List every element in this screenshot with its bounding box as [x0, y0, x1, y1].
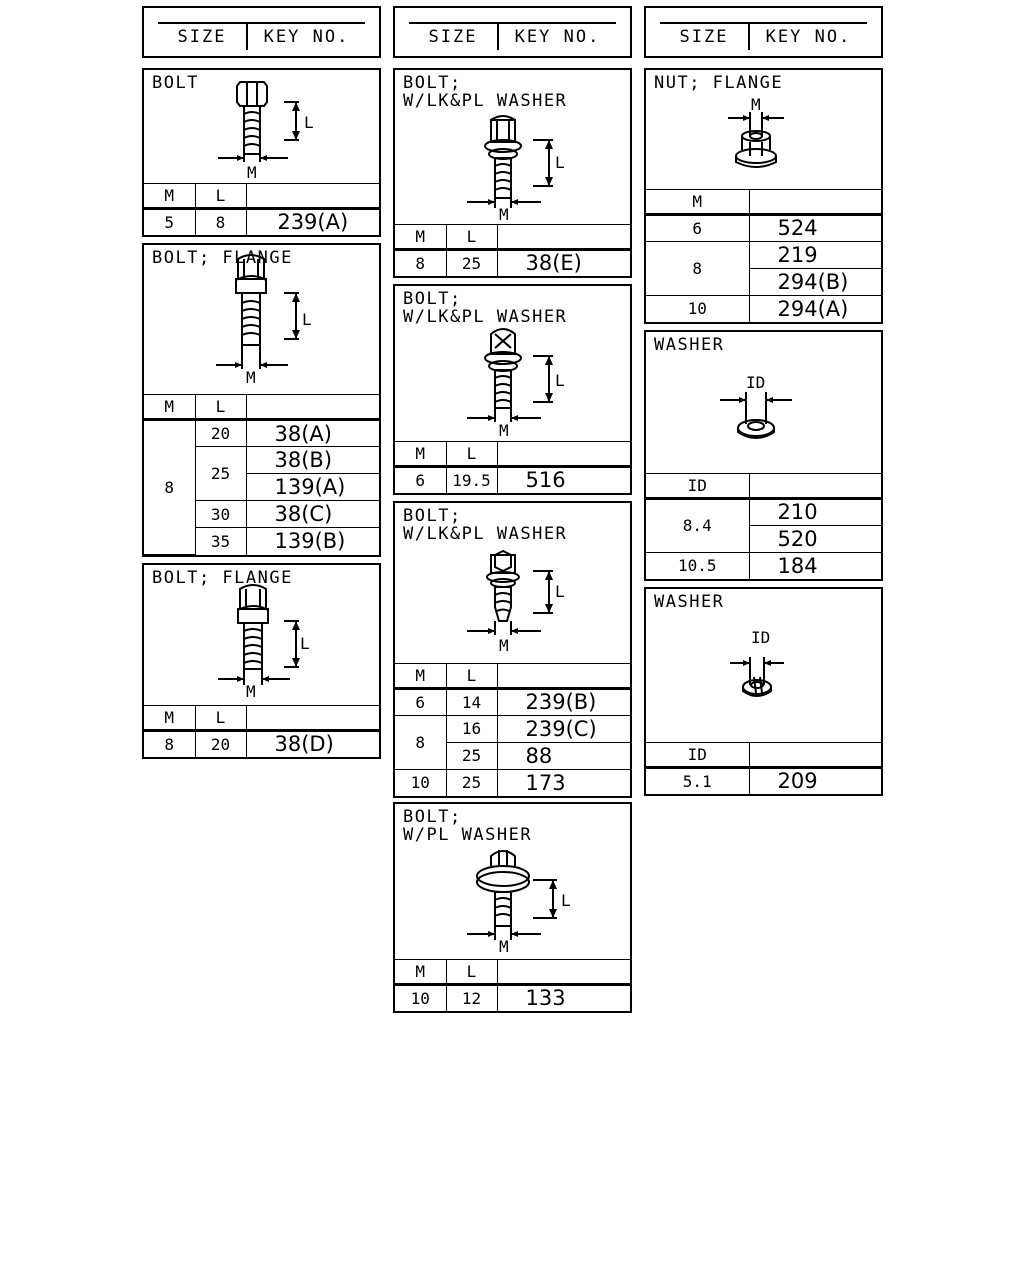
- dim-m-label: M: [246, 368, 256, 387]
- dim-l-label: L: [555, 582, 565, 601]
- dim-id-label: ID: [746, 373, 765, 392]
- bolt-icon: L M: [218, 81, 314, 182]
- header-col-3: SIZE KEY NO.: [644, 6, 883, 58]
- header-col-2: SIZE KEY NO.: [393, 6, 632, 58]
- dim-l-label: L: [561, 891, 571, 910]
- part-title: BOLT;W/LK&PL WASHER: [403, 73, 568, 111]
- part-title: BOLT; FLANGE: [152, 248, 293, 268]
- lock-washer-icon: ID: [730, 628, 784, 697]
- dim-m-label: M: [247, 163, 257, 182]
- flange-bolt-icon: L M: [216, 254, 312, 387]
- size-label: SIZE: [409, 24, 499, 50]
- dim-m-label: M: [499, 937, 509, 956]
- washer-bolt-icon: L M: [467, 115, 565, 224]
- dim-l-label: L: [304, 113, 314, 132]
- table-row: 520: [646, 524, 881, 553]
- part-title: BOLT;W/LK&PL WASHER: [403, 289, 568, 327]
- part-title: WASHER: [654, 592, 725, 612]
- dim-l-label: L: [555, 371, 565, 390]
- dim-m-label: M: [499, 205, 509, 224]
- flange-nut-icon: M: [728, 95, 784, 168]
- plain-washer-bolt-icon: L M: [467, 850, 571, 956]
- size-label: SIZE: [158, 24, 248, 50]
- phillips-bolt-icon: L M: [467, 328, 565, 440]
- washer-icon: ID: [720, 373, 792, 439]
- dim-l-label: L: [300, 634, 310, 653]
- key-label: KEY NO.: [514, 27, 601, 47]
- part-title: WASHER: [654, 335, 725, 355]
- flange-bolt-icon: L M: [218, 584, 310, 701]
- dim-l-label: L: [555, 153, 565, 172]
- key-label: KEY NO.: [263, 27, 350, 47]
- hex-bolt-icon: L M: [467, 549, 565, 655]
- dim-m-label: M: [751, 95, 761, 114]
- dim-m-label: M: [499, 636, 509, 655]
- part-title: BOLT: [152, 73, 199, 93]
- part-title: BOLT;W/PL WASHER: [403, 807, 533, 845]
- dim-id-label: ID: [751, 628, 770, 647]
- part-title: NUT; FLANGE: [654, 73, 784, 93]
- key-label: KEY NO.: [765, 27, 852, 47]
- header-col-1: SIZE KEY NO.: [142, 6, 381, 58]
- size-label: SIZE: [660, 24, 750, 50]
- table-row: 294(B): [646, 267, 881, 296]
- part-title: BOLT;W/LK&PL WASHER: [403, 506, 568, 544]
- dim-m-label: M: [499, 421, 509, 440]
- dim-m-label: M: [246, 682, 256, 701]
- part-title: BOLT; FLANGE: [152, 568, 293, 588]
- dim-l-label: L: [302, 310, 312, 329]
